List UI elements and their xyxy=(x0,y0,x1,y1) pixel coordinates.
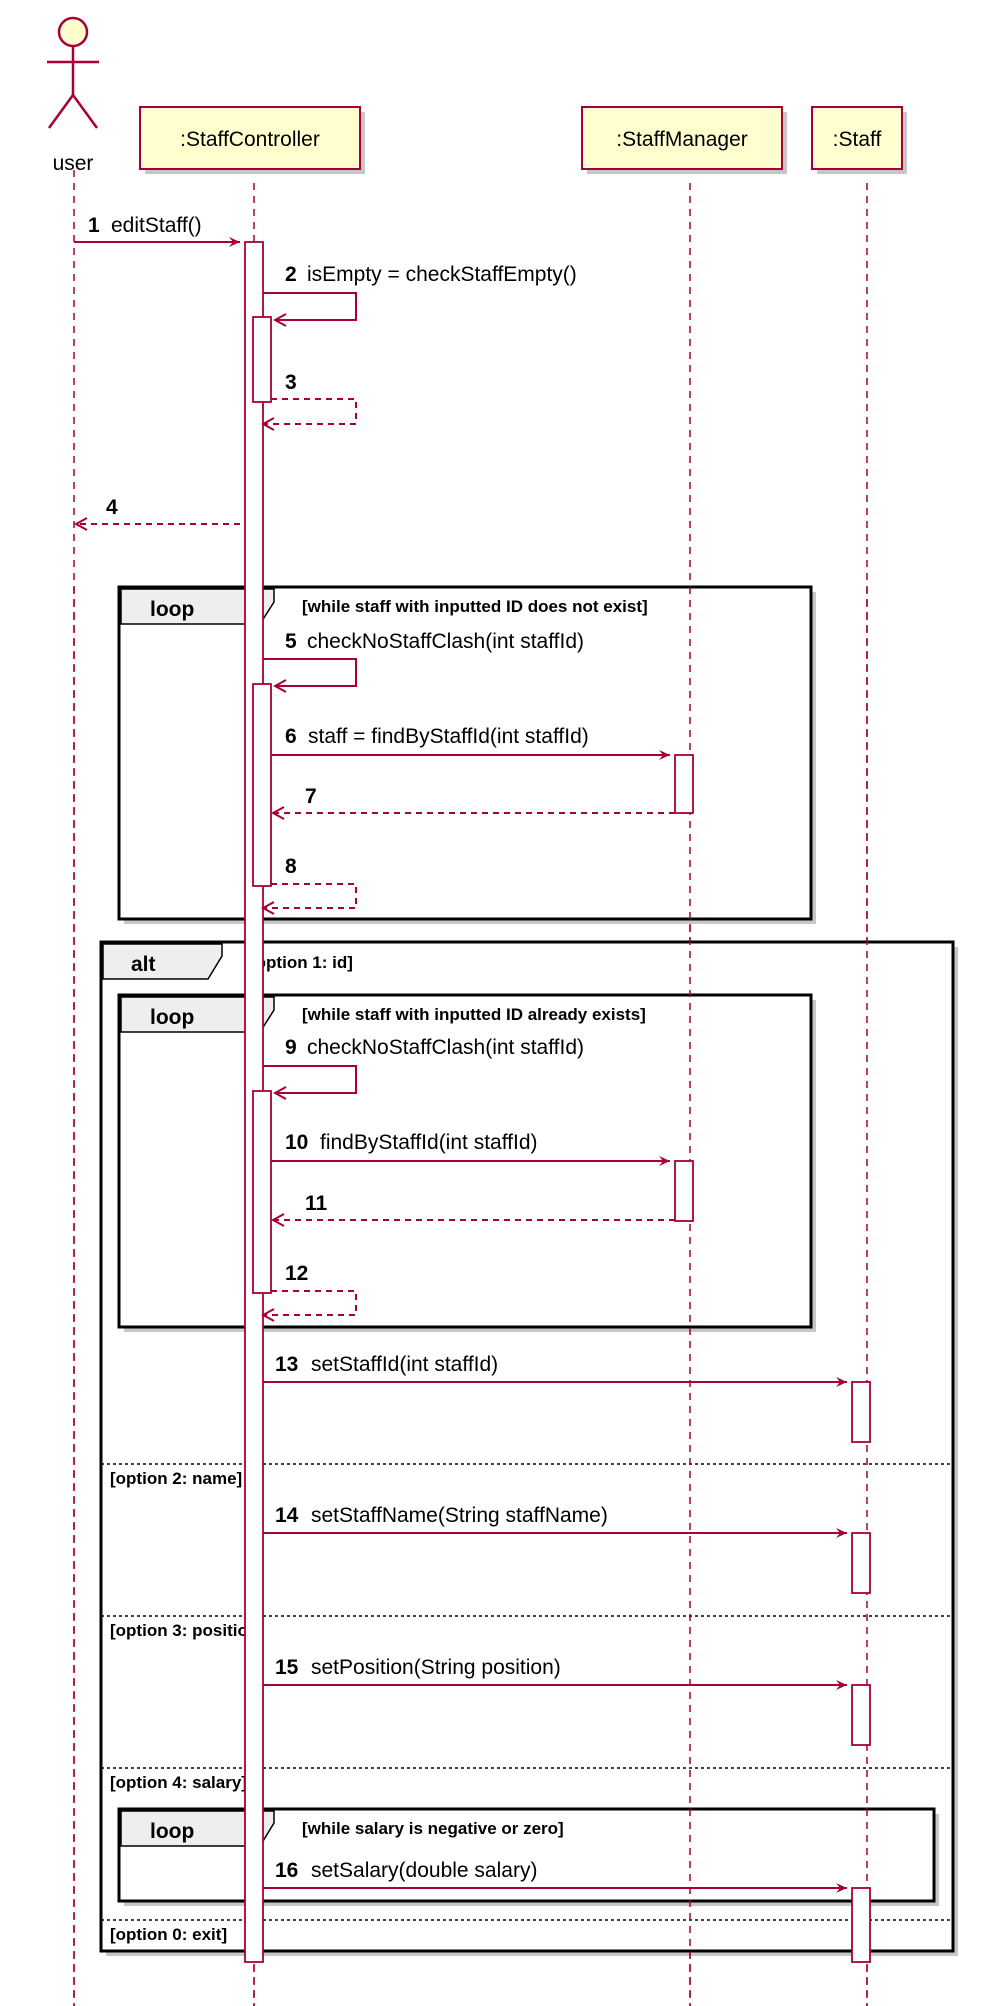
alt-section-guard: [option 4: salary] xyxy=(110,1773,247,1792)
participant-staff-label: :Staff xyxy=(833,128,882,151)
alt-section-guard: [option 2: name] xyxy=(110,1469,242,1488)
message-7: 7 xyxy=(273,785,675,813)
message-label: isEmpty = checkStaffEmpty() xyxy=(307,263,577,286)
message-number: 10 xyxy=(285,1131,308,1154)
activation-bar-staff xyxy=(851,1381,871,1443)
message-number: 5 xyxy=(285,630,297,653)
message-2: 2 isEmpty = checkStaffEmpty() xyxy=(263,263,577,320)
activation-bar-staff-manager xyxy=(674,1160,694,1222)
frame-loop-1-guard: [while staff with inputted ID does not e… xyxy=(302,597,648,616)
message-number: 11 xyxy=(305,1192,328,1215)
alt-section-guard: [option 3: position] xyxy=(110,1621,264,1640)
activation-bar-staff-controller xyxy=(252,316,272,403)
message-5: 5 checkNoStaffClash(int staffId) xyxy=(263,630,584,686)
actor-user-label: user xyxy=(53,152,94,175)
frame-loop-2-guard: [while staff with inputted ID already ex… xyxy=(302,1005,646,1024)
alt-section-guard: [option 0: exit] xyxy=(110,1925,227,1944)
message-number: 9 xyxy=(285,1036,297,1059)
actor-user: user xyxy=(47,16,99,175)
participant-staff-manager-label: :StaffManager xyxy=(616,128,748,151)
message-3: 3 xyxy=(263,371,357,424)
message-label: checkNoStaffClash(int staffId) xyxy=(307,1036,584,1059)
message-13: 13 setStaffId(int staffId) xyxy=(263,1353,847,1387)
message-number: 15 xyxy=(275,1656,299,1679)
message-number: 7 xyxy=(305,785,317,808)
frame-alt-keyword: alt xyxy=(131,953,156,976)
activation-bar-staff xyxy=(851,1887,871,1963)
message-11: 11 xyxy=(273,1192,675,1220)
frame-alt-guard: [option 1: id] xyxy=(250,953,353,972)
message-label: setStaffName(String staffName) xyxy=(311,1504,608,1527)
frame-loop-1: loop [while staff with inputted ID does … xyxy=(117,585,816,924)
message-16: 16 setSalary(double salary) xyxy=(263,1859,847,1893)
message-1: 1 editStaff() xyxy=(74,214,240,247)
activation-bar-staff xyxy=(851,1684,871,1746)
message-4: 4 xyxy=(76,496,240,524)
message-number: 8 xyxy=(285,855,297,878)
message-label: setStaffId(int staffId) xyxy=(311,1353,498,1376)
message-number: 2 xyxy=(285,263,297,286)
message-15: 15 setPosition(String position) xyxy=(263,1656,847,1690)
message-10: 10 findByStaffId(int staffId) xyxy=(271,1131,670,1166)
activation-bar-staff xyxy=(851,1532,871,1594)
participant-staff: :Staff xyxy=(811,106,907,174)
activation-bar-staff-controller xyxy=(252,1090,272,1294)
message-label: editStaff() xyxy=(111,214,202,237)
message-12: 12 xyxy=(263,1262,357,1315)
message-number: 1 xyxy=(88,214,100,237)
message-number: 12 xyxy=(285,1262,308,1285)
frame-loop-2-keyword: loop xyxy=(150,1006,194,1029)
activation-bar-staff-manager xyxy=(674,754,694,814)
participant-staff-manager: :StaffManager xyxy=(581,106,787,174)
activation-bar-staff-controller xyxy=(252,683,272,887)
message-number: 14 xyxy=(275,1504,299,1527)
message-6: 6 staff = findByStaffId(int staffId) xyxy=(271,725,670,760)
message-number: 6 xyxy=(285,725,297,748)
message-label: setSalary(double salary) xyxy=(311,1859,537,1882)
message-14: 14 setStaffName(String staffName) xyxy=(263,1504,847,1538)
message-number: 3 xyxy=(285,371,297,394)
message-label: findByStaffId(int staffId) xyxy=(320,1131,538,1154)
message-number: 16 xyxy=(275,1859,298,1882)
frame-loop-3-keyword: loop xyxy=(150,1820,194,1843)
message-number: 13 xyxy=(275,1353,298,1376)
frame-loop-3: loop [while salary is negative or zero] xyxy=(117,1807,939,1906)
message-number: 4 xyxy=(106,496,118,519)
message-8: 8 xyxy=(263,855,357,908)
message-9: 9 checkNoStaffClash(int staffId) xyxy=(263,1036,584,1093)
actor-head xyxy=(57,16,89,48)
message-label: staff = findByStaffId(int staffId) xyxy=(308,725,589,748)
message-label: setPosition(String position) xyxy=(311,1656,561,1679)
message-label: checkNoStaffClash(int staffId) xyxy=(307,630,584,653)
participant-staff-controller: :StaffController xyxy=(139,106,365,174)
frame-loop-1-keyword: loop xyxy=(150,598,194,621)
participant-staff-controller-label: :StaffController xyxy=(180,128,320,151)
frame-loop-3-guard: [while salary is negative or zero] xyxy=(302,1819,564,1838)
